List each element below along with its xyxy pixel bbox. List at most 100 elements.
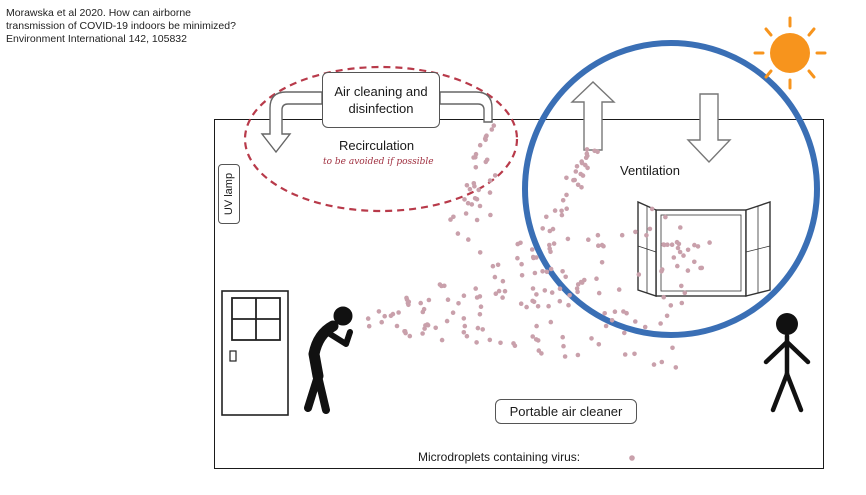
microdroplet (473, 155, 478, 160)
microdroplet (524, 304, 529, 310)
window-icon (637, 200, 771, 297)
microdroplet (519, 273, 525, 278)
microdroplet (564, 206, 569, 211)
microdroplet (390, 311, 396, 317)
microdroplet (491, 123, 497, 128)
microdroplet (566, 302, 571, 308)
microdroplet (559, 208, 564, 214)
microdroplet (478, 304, 484, 310)
microdroplet (574, 164, 580, 169)
microdroplet (548, 266, 554, 272)
microdroplet (472, 184, 477, 189)
microdroplet (550, 226, 556, 232)
microdroplet (407, 333, 413, 339)
microdroplet (575, 352, 581, 358)
ventilation-label: Ventilation (620, 163, 680, 178)
microdroplet (426, 297, 432, 303)
microdroplet (500, 295, 505, 300)
microdroplet (596, 290, 602, 296)
microdroplet (394, 323, 400, 329)
microdroplet (382, 313, 388, 319)
microdroplet (596, 342, 602, 347)
microdroplet (474, 196, 480, 202)
microdroplet (644, 233, 649, 238)
microdroplet (474, 340, 479, 345)
microdroplet (572, 177, 577, 183)
microdroplet (451, 214, 456, 220)
microdroplet (480, 327, 486, 332)
microdroplet (699, 265, 705, 271)
microdroplet (406, 299, 412, 305)
microdroplet (540, 226, 545, 231)
microdroplet (595, 232, 601, 238)
microdroplet (695, 244, 701, 249)
sun-icon (753, 16, 827, 90)
microdroplet (661, 294, 666, 300)
microdroplet (489, 127, 495, 132)
recirculation-zone (243, 65, 519, 213)
microdroplet (632, 351, 637, 357)
microdroplet (418, 300, 424, 306)
microdroplet (476, 187, 482, 193)
microdroplet (474, 217, 480, 223)
microdroplet (469, 202, 475, 207)
microdroplet (612, 309, 618, 315)
microdroplet (692, 242, 697, 248)
microdroplet (461, 293, 467, 299)
microdroplet (465, 200, 471, 206)
microdroplet (579, 185, 584, 190)
microdroplet (477, 250, 483, 255)
microdroplet (582, 277, 587, 283)
microdroplet (659, 359, 665, 365)
microdroplet (567, 293, 572, 298)
microdroplet (477, 203, 483, 209)
microdroplet (462, 197, 467, 202)
microdroplet (463, 211, 469, 216)
microdroplet (552, 208, 558, 213)
microdroplet (502, 288, 508, 294)
microdroplet (366, 323, 372, 329)
microdroplet (511, 341, 516, 346)
microdroplet (664, 313, 670, 319)
microdroplet (473, 165, 479, 170)
microdroplet-cloud (365, 123, 712, 370)
microdroplet (586, 237, 591, 242)
ventilation-arrow-down (686, 93, 732, 164)
microdroplet (551, 241, 557, 246)
microdroplet (557, 298, 563, 304)
microdroplet (575, 182, 581, 188)
room-outline (214, 119, 824, 469)
microdroplet (484, 157, 490, 163)
microdroplet (461, 316, 467, 321)
microdroplet (534, 323, 539, 329)
legend-droplet-icon (629, 455, 635, 461)
microdroplet (448, 217, 453, 222)
microdroplet (444, 318, 450, 324)
microdroplet (616, 287, 622, 292)
microdroplet (679, 283, 684, 289)
air-cleaning-box: Air cleaning and disinfection (322, 72, 440, 128)
microdroplet (596, 243, 601, 248)
ventilation-arrow-up (570, 81, 616, 151)
microdroplet (498, 340, 503, 346)
legend-label: Microdroplets containing virus: (418, 450, 581, 464)
microdroplet (490, 263, 496, 269)
microdroplet (589, 336, 594, 341)
ventilation-zone (522, 40, 820, 338)
microdroplet (679, 300, 685, 306)
microdroplet (464, 333, 470, 339)
microdroplet (622, 352, 628, 357)
microdroplet (649, 206, 655, 212)
microdroplet (682, 290, 688, 296)
microdroplet (425, 322, 430, 327)
microdroplet (573, 169, 579, 174)
microdroplet (396, 310, 401, 315)
microdroplet (544, 269, 550, 275)
air-cleaning-label: Air cleaning and disinfection (334, 84, 428, 116)
microdroplet (561, 343, 566, 349)
microdroplet (562, 354, 568, 359)
microdroplet (455, 231, 461, 236)
microdroplet (575, 289, 580, 295)
microdroplet (584, 151, 590, 156)
microdroplet (437, 282, 443, 287)
